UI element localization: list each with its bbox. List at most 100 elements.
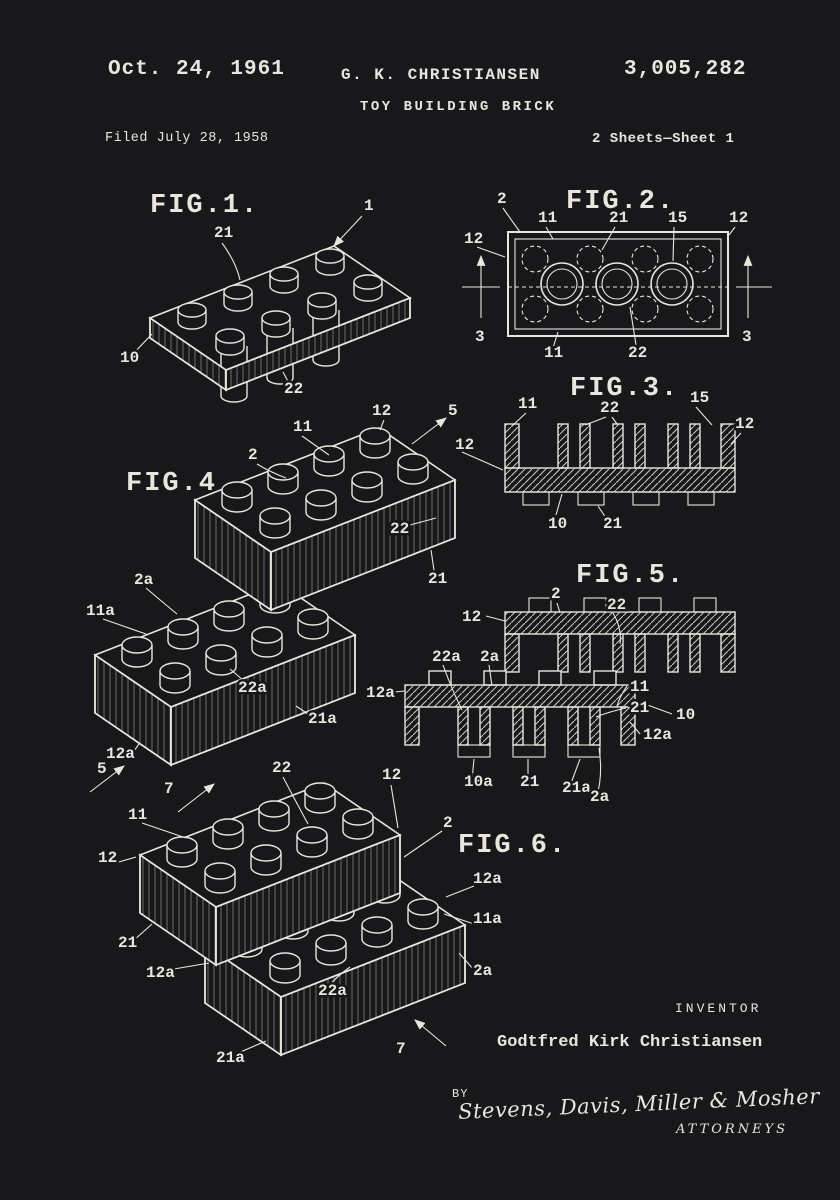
ref-numeral: 22	[600, 399, 619, 417]
stud-section	[632, 491, 660, 506]
ref-numeral: 11a	[473, 910, 502, 928]
patent-date: Oct. 24, 1961	[108, 58, 285, 81]
stud-section	[528, 597, 552, 613]
fig4-upper-brick	[195, 428, 455, 610]
ref-numeral: 12	[735, 415, 754, 433]
ref-numeral: 2	[497, 190, 507, 208]
ref-numeral: 7	[164, 780, 174, 798]
fig1-leaders	[130, 215, 363, 386]
side-wall-section	[504, 423, 520, 469]
fig2-label: FIG.2.	[566, 187, 675, 217]
ref-numeral: 1	[364, 197, 374, 215]
ref-numeral: 22a	[238, 679, 267, 697]
ref-numeral: 21a	[216, 1049, 245, 1067]
ref-numeral: 12a	[146, 964, 175, 982]
ref-numeral: 11	[544, 344, 563, 362]
fig3-section-view	[504, 423, 736, 506]
ref-numeral: 3	[475, 328, 485, 346]
ref-numeral: 22	[607, 596, 626, 614]
fig3-leaders	[461, 406, 742, 523]
tube-end	[567, 744, 601, 758]
stud	[269, 266, 299, 294]
ref-numeral: 2a	[480, 648, 500, 666]
fig5-leaders	[393, 602, 673, 796]
top-wall-section	[404, 684, 636, 708]
fig5-lower-section	[404, 670, 636, 758]
ref-numeral: 2	[551, 585, 561, 603]
stud	[215, 328, 245, 356]
ref-numeral: 11a	[86, 602, 115, 620]
brick-outline	[507, 231, 729, 337]
ref-numeral: 12	[729, 209, 748, 227]
stud	[261, 310, 291, 338]
ref-numeral: 22	[390, 520, 409, 538]
ref-numeral: 22	[628, 344, 647, 362]
ref-numeral: 21a	[308, 710, 337, 728]
ref-numeral: 7	[396, 1040, 406, 1058]
fig2-leaders	[476, 207, 736, 352]
ref-numeral: 10	[120, 349, 139, 367]
stud-section	[577, 491, 605, 506]
stud-section	[687, 491, 715, 506]
ref-numeral: 22a	[432, 648, 461, 666]
tube-end	[512, 744, 546, 758]
by-label: BY	[452, 1087, 469, 1101]
ref-numeral: 11	[518, 395, 537, 413]
stud-section	[583, 597, 607, 613]
fig6-leaders	[111, 776, 475, 1057]
ref-numeral: 11	[538, 209, 557, 227]
tube-circle	[650, 262, 694, 306]
ref-numeral: 21	[609, 209, 628, 227]
ref-numeral: 2a	[134, 571, 154, 589]
ref-numeral: 2a	[473, 962, 493, 980]
ref-numeral: 3	[742, 328, 752, 346]
ref-numeral: 2a	[590, 788, 610, 806]
filed-date: Filed July 28, 1958	[105, 131, 269, 146]
stud-section	[593, 670, 617, 686]
stud-section	[522, 491, 550, 506]
fig3-label: FIG.3.	[570, 374, 679, 404]
ref-numeral: 22	[284, 380, 303, 398]
ref-numeral: 10	[676, 706, 695, 724]
ref-numeral: 21	[603, 515, 622, 533]
fig4-leaders	[89, 417, 447, 793]
attorneys-caption: ATTORNEYS	[676, 1122, 789, 1137]
side-wall-section	[720, 423, 736, 469]
figure-1: FIG.1.	[118, 188, 412, 403]
plate-right-shading	[225, 296, 411, 392]
patent-title: TOY BUILDING BRICK	[360, 99, 557, 115]
fig5-upper-section	[504, 597, 736, 673]
stud-section	[483, 670, 507, 686]
ref-numeral: 15	[668, 209, 687, 227]
stud	[223, 284, 253, 312]
ref-numeral: 21	[428, 570, 447, 588]
ref-numeral: 12a	[106, 745, 135, 763]
stud-section	[638, 597, 662, 613]
stud-section	[538, 670, 562, 686]
figure-4: FIG.4. 12 5 11 2 22 21	[84, 400, 460, 793]
stud-section	[693, 597, 717, 613]
fig4-lower-brick	[95, 583, 355, 765]
figure-6: FIG.6. 22 7 12 11	[96, 757, 569, 1070]
tube-end	[457, 744, 491, 758]
ref-numeral: 22a	[318, 982, 347, 1000]
ref-numeral: 2	[248, 446, 258, 464]
ref-numeral: 12a	[366, 684, 395, 702]
tube-circle	[540, 262, 584, 306]
ref-numeral: 21a	[562, 779, 591, 797]
top-wall-section	[504, 467, 736, 493]
sheet-count: 2 Sheets—Sheet 1	[592, 131, 735, 147]
ref-numeral: 11	[630, 678, 649, 696]
stud	[307, 292, 337, 320]
inventor-caption: INVENTOR	[675, 1001, 762, 1016]
fig2-plan-view	[507, 231, 729, 337]
ref-numeral: 12a	[643, 726, 672, 744]
ref-numeral: 12a	[473, 870, 502, 888]
ref-numeral: 21	[630, 699, 649, 717]
ref-numeral: 12	[462, 608, 481, 626]
fig5-label: FIG.5.	[576, 561, 685, 591]
ref-numeral: 11	[128, 806, 147, 824]
figure-2: FIG.2.	[462, 184, 772, 365]
